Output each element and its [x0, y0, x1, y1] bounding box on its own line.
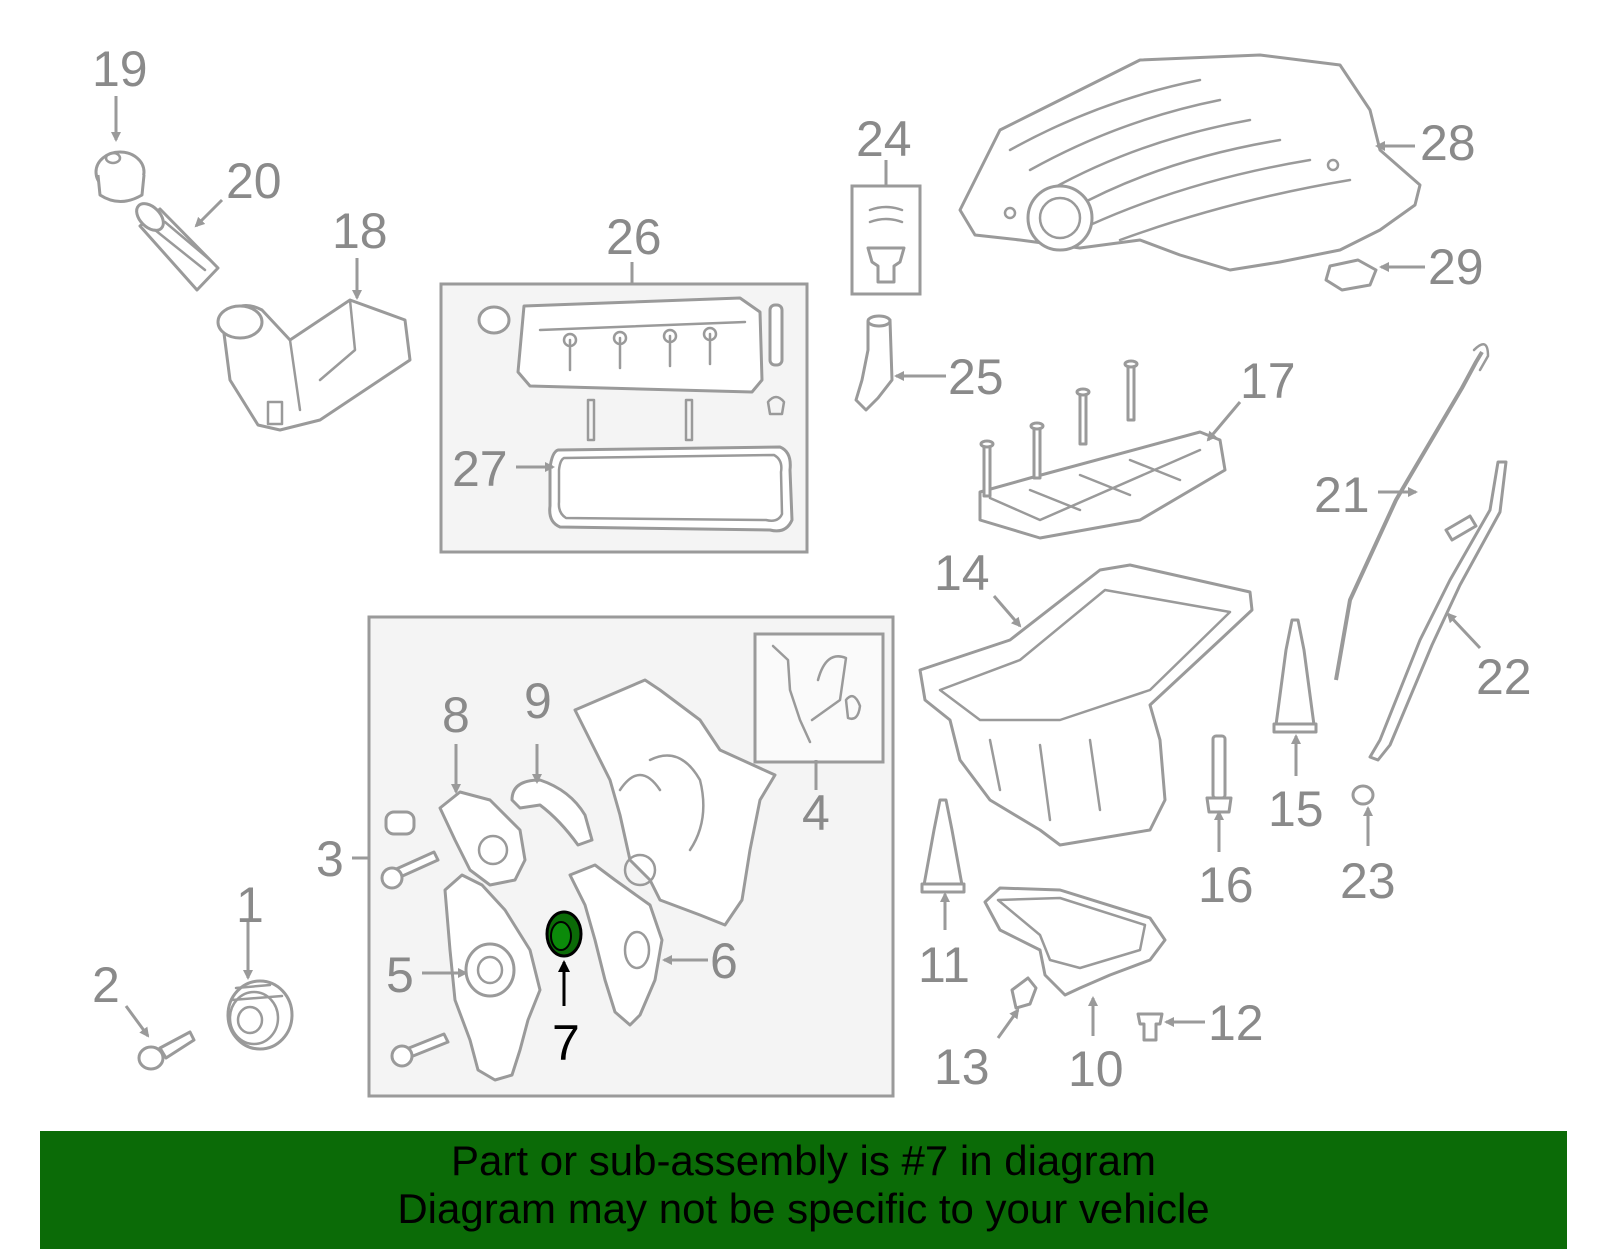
- part-27-gasket[interactable]: [548, 445, 794, 533]
- callout-8: 8: [442, 687, 470, 743]
- part-24-oil-cap[interactable]: [866, 205, 906, 284]
- part-10-lower-oil-pan[interactable]: [983, 886, 1167, 997]
- part-26-valve-cover[interactable]: [477, 296, 786, 442]
- part-29-gasket[interactable]: [1324, 258, 1378, 292]
- part-8-oil-pump[interactable]: [380, 790, 527, 890]
- part-12-drain-plug[interactable]: [1136, 1012, 1164, 1042]
- callout-21: 21: [1314, 467, 1370, 523]
- part-6-timing-cover[interactable]: [568, 863, 664, 1027]
- callout-17: 17: [1240, 353, 1296, 409]
- callout-24: 24: [856, 111, 912, 167]
- callout-22: 22: [1476, 649, 1532, 705]
- part-11-sealant-tube[interactable]: [920, 798, 966, 894]
- callout-20: 20: [226, 153, 282, 209]
- callout-14: 14: [934, 545, 990, 601]
- part-14-oil-pan[interactable]: [918, 563, 1254, 847]
- callout-6: 6: [710, 933, 738, 989]
- callout-27: 27: [452, 441, 508, 497]
- part-16-bolt[interactable]: [1205, 734, 1233, 814]
- banner-line-2: Diagram may not be specific to your vehi…: [397, 1185, 1210, 1232]
- part-5-water-pump[interactable]: [390, 873, 542, 1082]
- callout-25: 25: [948, 349, 1004, 405]
- callout-29: 29: [1428, 239, 1484, 295]
- callout-labels: 1 2 3 4 5 6 7 8 9 10 11 12 13 14 15 16 1…: [92, 41, 1532, 1097]
- callout-13: 13: [934, 1039, 990, 1095]
- part-9-guide[interactable]: [510, 778, 594, 847]
- callout-12: 12: [1208, 995, 1264, 1051]
- callout-23: 23: [1340, 853, 1396, 909]
- part-1-pulley[interactable]: [226, 979, 294, 1051]
- part-19-filter-cap[interactable]: [94, 150, 146, 203]
- callout-7: 7: [552, 1015, 580, 1071]
- part-info-banner: Part or sub-assembly is #7 in diagram Di…: [40, 1131, 1567, 1249]
- callout-15: 15: [1268, 781, 1324, 837]
- group-box-4: [753, 632, 885, 764]
- part-4-gaskets[interactable]: [771, 644, 862, 744]
- leader-lines: [111, 96, 1482, 1039]
- callout-16: 16: [1198, 857, 1254, 913]
- callout-4: 4: [802, 785, 830, 841]
- banner-line-1: Part or sub-assembly is #7 in diagram: [451, 1137, 1156, 1184]
- callout-3: 3: [316, 831, 344, 887]
- part-23-o-ring[interactable]: [1351, 784, 1375, 806]
- callout-10: 10: [1068, 1041, 1124, 1097]
- part-20-oil-filter[interactable]: [132, 199, 220, 292]
- part-18-filter-housing[interactable]: [216, 298, 412, 432]
- part-2-bolt[interactable]: [137, 1030, 196, 1071]
- part-7-seal-highlighted[interactable]: [545, 910, 583, 958]
- part-21-dipstick[interactable]: [1334, 350, 1484, 681]
- callout-18: 18: [332, 203, 388, 259]
- part-13-plug[interactable]: [1010, 976, 1038, 1010]
- part-3-front-cover[interactable]: [573, 678, 777, 927]
- part-28-intake-manifold[interactable]: [958, 53, 1422, 272]
- callout-28: 28: [1420, 115, 1476, 171]
- callout-2: 2: [92, 957, 120, 1013]
- part-25-fill-tube[interactable]: [854, 314, 894, 412]
- part-17-windage-tray[interactable]: [978, 359, 1227, 540]
- callout-11: 11: [918, 937, 970, 993]
- part-15-sealant-tube[interactable]: [1272, 618, 1318, 734]
- callout-9: 9: [524, 673, 552, 729]
- callout-19: 19: [92, 41, 148, 97]
- callout-1: 1: [236, 877, 264, 933]
- callout-5: 5: [386, 947, 414, 1003]
- callout-26: 26: [606, 209, 662, 265]
- part-22-dipstick-tube[interactable]: [1368, 460, 1508, 762]
